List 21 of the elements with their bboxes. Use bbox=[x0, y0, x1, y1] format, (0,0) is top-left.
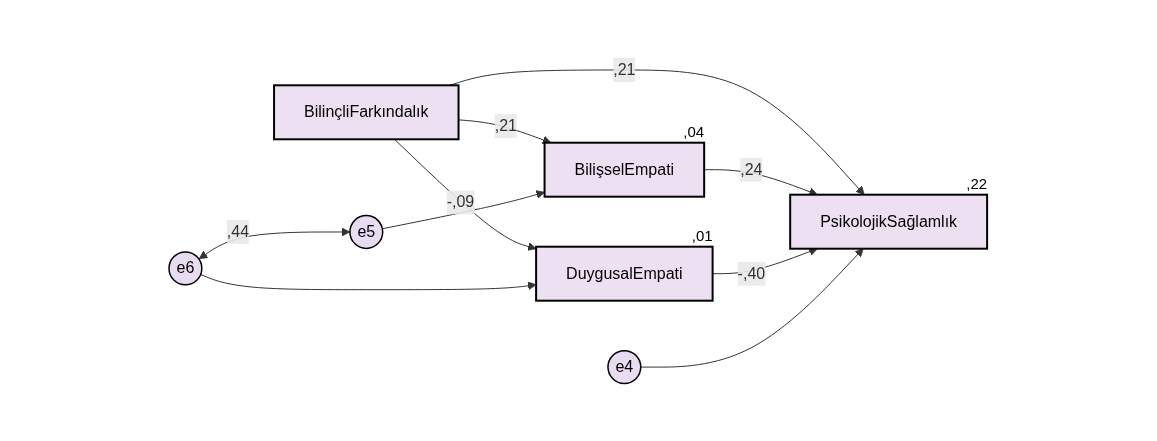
edge-label: ,21 bbox=[613, 60, 636, 78]
node-box: BilişselEmpati bbox=[544, 141, 706, 198]
edge-label: -,40 bbox=[738, 264, 766, 282]
estimate-value: ,01 bbox=[692, 226, 714, 244]
arrow bbox=[200, 273, 537, 290]
arrow bbox=[199, 227, 351, 259]
estimate-value: ,22 bbox=[966, 174, 988, 192]
edge-label: ,21 bbox=[495, 116, 518, 134]
estimate-value: ,04 bbox=[683, 122, 705, 140]
edge-label: ,24 bbox=[740, 160, 763, 178]
arrow bbox=[704, 168, 819, 196]
arrow bbox=[394, 138, 537, 251]
edge-label: ,44 bbox=[227, 222, 250, 240]
node-box: BilinçliFarkındalık bbox=[273, 84, 460, 141]
node-circle: e6 bbox=[168, 251, 203, 286]
node-circle: e5 bbox=[349, 214, 384, 249]
node-box: PsikolojikSağlamlık bbox=[789, 193, 989, 250]
node-circle: e4 bbox=[607, 349, 642, 384]
arrow bbox=[458, 119, 552, 144]
edge-label: -,09 bbox=[447, 193, 475, 211]
node-box: DuygusalEmpati bbox=[535, 245, 715, 302]
